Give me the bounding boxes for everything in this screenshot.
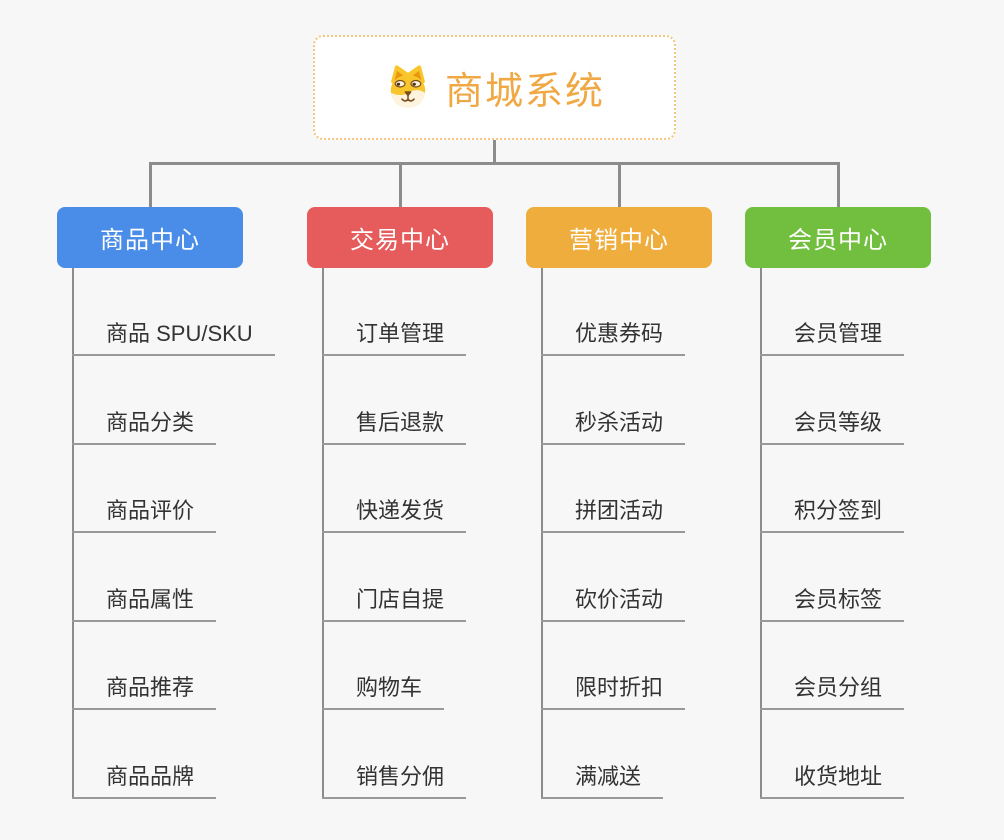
- leaf-node[interactable]: 购物车: [322, 663, 445, 710]
- leaf-label: 拼团活动: [575, 498, 664, 523]
- leaf-label: 商品分类: [106, 410, 195, 435]
- branch-node-4[interactable]: 会员中心: [745, 207, 931, 268]
- leaf-node[interactable]: 商品推荐: [72, 663, 217, 710]
- leaf-label: 砍价活动: [575, 587, 664, 612]
- leaf-node[interactable]: 会员分组: [760, 663, 905, 710]
- leaf-node[interactable]: 商品属性: [72, 575, 217, 622]
- connector-trunk-4: [760, 268, 762, 798]
- leaf-label: 会员管理: [794, 321, 883, 346]
- leaf-node[interactable]: 销售分佣: [322, 752, 467, 799]
- leaf-node[interactable]: 会员管理: [760, 309, 905, 356]
- connector-trunk-1: [72, 268, 74, 798]
- branch-node-3[interactable]: 营销中心: [526, 207, 712, 268]
- leaf-node[interactable]: 限时折扣: [541, 663, 686, 710]
- leaf-node[interactable]: 快递发货: [322, 486, 467, 533]
- doge-face-icon: [384, 65, 432, 110]
- branch-label: 商品中心: [100, 227, 200, 254]
- leaf-label: 快递发货: [356, 498, 445, 523]
- branch-node-2[interactable]: 交易中心: [307, 207, 493, 268]
- leaf-node[interactable]: 商品评价: [72, 486, 217, 533]
- leaf-node[interactable]: 满减送: [541, 752, 664, 799]
- leaf-node[interactable]: 会员等级: [760, 398, 905, 445]
- leaf-label: 积分签到: [794, 498, 883, 523]
- leaf-label: 商品属性: [106, 587, 195, 612]
- leaf-label: 售后退款: [356, 410, 445, 435]
- leaf-label: 商品品牌: [106, 764, 195, 789]
- connector-trunk-2: [322, 268, 324, 798]
- leaf-label: 门店自提: [356, 587, 445, 612]
- leaf-label: 商品 SPU/SKU: [106, 321, 253, 346]
- leaf-node[interactable]: 会员标签: [760, 575, 905, 622]
- connector-drop-2: [398, 162, 402, 207]
- leaf-node[interactable]: 拼团活动: [541, 486, 686, 533]
- leaf-node[interactable]: 售后退款: [322, 398, 467, 445]
- connector-root-stem: [493, 140, 496, 163]
- leaf-label: 销售分佣: [356, 764, 445, 789]
- leaf-label: 满减送: [575, 764, 642, 789]
- branch-label: 营销中心: [569, 227, 669, 254]
- root-node[interactable]: 商城系统: [313, 35, 676, 140]
- connector-drop-4: [836, 162, 840, 207]
- leaf-node[interactable]: 门店自提: [322, 575, 467, 622]
- leaf-label: 购物车: [356, 675, 423, 700]
- leaf-label: 秒杀活动: [575, 410, 664, 435]
- leaf-label: 订单管理: [356, 321, 445, 346]
- connector-drop-3: [617, 162, 621, 207]
- leaf-node[interactable]: 商品品牌: [72, 752, 217, 799]
- leaf-node[interactable]: 砍价活动: [541, 575, 686, 622]
- leaf-label: 商品推荐: [106, 675, 195, 700]
- connector-branch-bar: [149, 162, 840, 165]
- leaf-node[interactable]: 收货地址: [760, 752, 905, 799]
- leaf-label: 会员标签: [794, 587, 883, 612]
- root-title: 商城系统: [444, 71, 605, 113]
- leaf-label: 优惠券码: [575, 321, 664, 346]
- leaf-node[interactable]: 商品分类: [72, 398, 217, 445]
- connector-drop-1: [148, 162, 152, 207]
- branch-node-1[interactable]: 商品中心: [57, 207, 243, 268]
- branch-label: 交易中心: [350, 227, 450, 254]
- leaf-label: 限时折扣: [575, 675, 664, 700]
- leaf-node[interactable]: 订单管理: [322, 309, 467, 356]
- leaf-node[interactable]: 商品 SPU/SKU: [72, 309, 275, 356]
- branch-label: 会员中心: [788, 227, 888, 254]
- leaf-label: 商品评价: [106, 498, 195, 523]
- leaf-label: 会员等级: [794, 410, 883, 435]
- leaf-node[interactable]: 积分签到: [760, 486, 905, 533]
- leaf-label: 收货地址: [794, 764, 883, 789]
- leaf-label: 会员分组: [794, 675, 883, 700]
- connector-trunk-3: [541, 268, 543, 798]
- leaf-node[interactable]: 优惠券码: [541, 309, 686, 356]
- leaf-node[interactable]: 秒杀活动: [541, 398, 686, 445]
